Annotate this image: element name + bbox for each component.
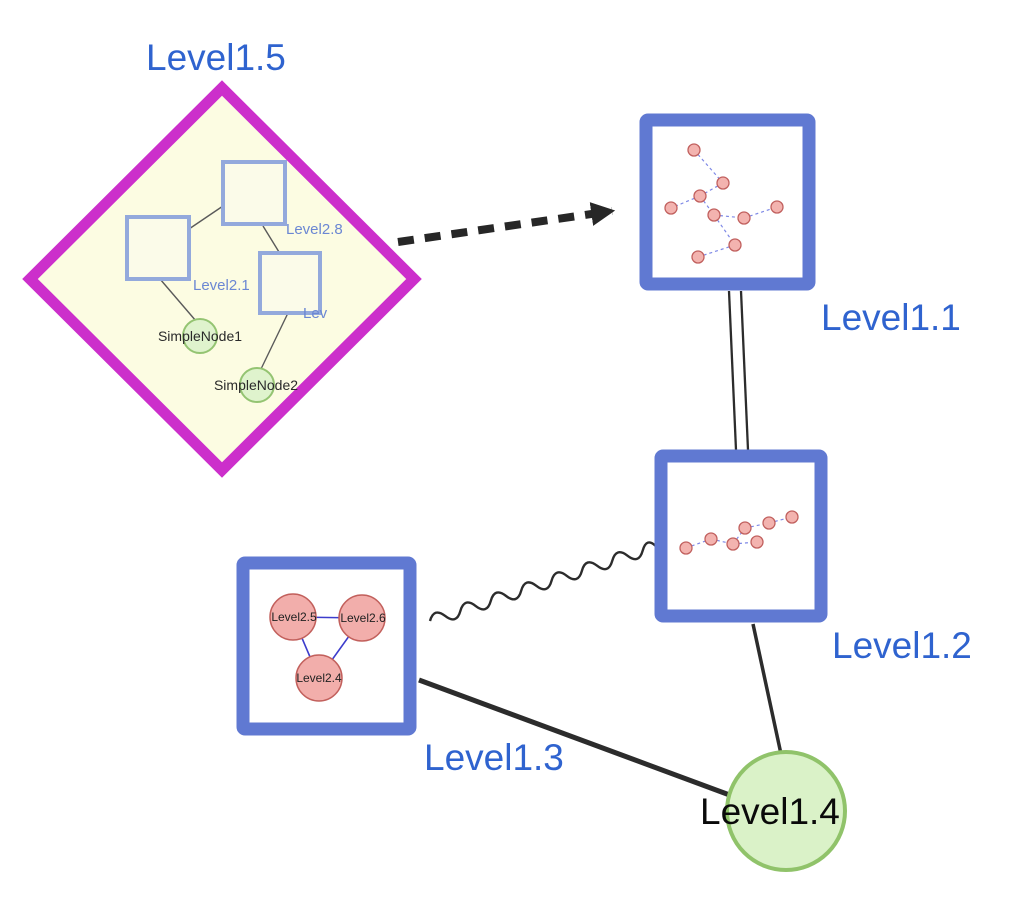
node-level1-2[interactable]	[654, 449, 828, 623]
edge-level2-8-to-lev[interactable]	[262, 225, 280, 253]
label-level1-3: Level1.3	[424, 737, 564, 778]
edge-level2-1-to-simplenode1[interactable]	[159, 278, 197, 322]
label-level2-4: Level2.4	[296, 671, 342, 685]
edge-lev-to-simplenode2[interactable]	[260, 312, 289, 370]
node-level2-4[interactable]	[295, 654, 343, 702]
edge-level1-3-to-level1-4[interactable]	[418, 677, 736, 800]
edge-level1-5-to-level1-1[interactable]	[397, 202, 616, 246]
label-simplenode2: SimpleNode2	[214, 377, 298, 393]
label-level2-6: Level2.6	[340, 611, 386, 625]
edge-level1-3-to-level1-2[interactable]	[428, 541, 658, 627]
edge-level2-1-to-level2-8[interactable]	[188, 205, 224, 230]
label-level2-1: Level2.1	[193, 277, 250, 294]
label-level1-2: Level1.2	[832, 625, 972, 666]
node-level1-2-group[interactable]	[654, 449, 828, 623]
level1-1-mini-graph	[664, 143, 784, 264]
edge-level1-1-to-level1-2[interactable]	[727, 290, 750, 451]
node-level1-5-group[interactable]: Level2.8 Level2.1 Lev SimpleNode1 Simple…	[22, 80, 422, 478]
node-level2-6[interactable]	[338, 594, 386, 642]
node-level1-1-group[interactable]	[639, 113, 816, 291]
level1-2-mini-graph	[679, 510, 799, 555]
node-lev[interactable]	[258, 251, 322, 315]
node-level2-5[interactable]	[269, 593, 317, 641]
diamond-shape[interactable]	[22, 80, 422, 478]
node-simplenode1[interactable]	[182, 318, 218, 354]
node-level1-1[interactable]	[639, 113, 816, 291]
label-level1-4: Level1.4	[700, 791, 840, 832]
label-level2-8: Level2.8	[286, 221, 343, 238]
node-level1-4[interactable]	[725, 750, 847, 872]
node-level1-3-group[interactable]: Level2.5 Level2.6 Level2.4	[236, 556, 417, 736]
label-level2-5: Level2.5	[271, 610, 317, 624]
label-simplenode1: SimpleNode1	[158, 328, 242, 344]
level1-3-mini-graph: Level2.5 Level2.6 Level2.4	[269, 593, 386, 702]
label-level1-5: Level1.5	[146, 37, 286, 78]
label-level1-1: Level1.1	[821, 297, 961, 338]
label-lev: Lev	[303, 305, 328, 322]
edge-level1-2-to-level1-4[interactable]	[751, 623, 783, 755]
node-level1-3[interactable]	[236, 556, 417, 736]
node-level2-8[interactable]	[221, 160, 287, 226]
node-simplenode2[interactable]	[239, 367, 275, 403]
node-level2-1[interactable]	[125, 215, 191, 281]
